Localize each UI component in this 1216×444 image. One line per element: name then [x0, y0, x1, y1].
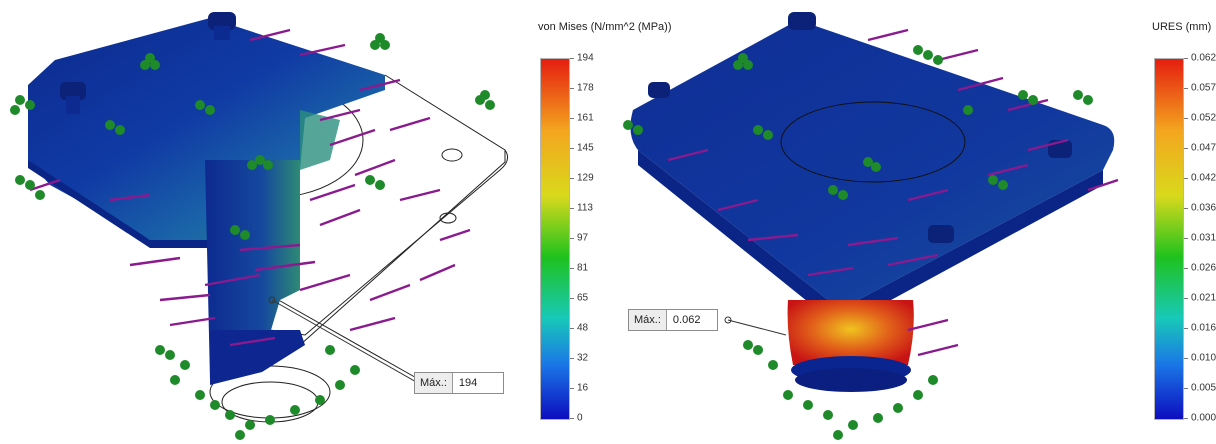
tick-label: 0.026 — [1191, 262, 1216, 274]
load-arrows — [29, 28, 471, 347]
tick-mark — [1184, 58, 1188, 59]
tick-mark — [1184, 208, 1188, 209]
displacement-model-view[interactable] — [608, 0, 1216, 444]
displacement-plot-panel: Máx.: 0.062 URES (mm) 0.062 0.057 0.052 0.0… — [608, 0, 1216, 444]
tick-label: 0.010 — [1191, 352, 1216, 364]
tick-mark — [570, 238, 574, 239]
tick-mark — [1184, 268, 1188, 269]
column-stress-contour — [205, 160, 300, 380]
load-arrows — [667, 28, 1119, 357]
displacement-legend-title: URES (mm) — [1152, 21, 1212, 33]
tick-label: 0.021 — [1191, 292, 1216, 304]
stress-color-bar — [540, 58, 570, 420]
plate-stress-contour — [28, 18, 385, 240]
tick-mark — [570, 88, 574, 89]
bolt-heads — [60, 12, 236, 114]
tick-mark — [570, 118, 574, 119]
tick-mark — [1184, 328, 1188, 329]
stress-plot-panel: Máx.: 194 von Mises (N/mm^2 (MPa)) 194 17… — [0, 0, 672, 444]
max-displacement-callout[interactable]: Máx.: 0.062 — [628, 309, 718, 331]
tick-label: 113 — [577, 202, 593, 214]
tick-mark — [570, 328, 574, 329]
column-displacement-contour — [787, 300, 914, 365]
tick-mark — [1184, 178, 1188, 179]
tick-mark — [1184, 88, 1188, 89]
tick-mark — [570, 58, 574, 59]
tick-mark — [570, 208, 574, 209]
tick-label: 97 — [577, 232, 589, 244]
tick-mark — [1184, 418, 1188, 419]
tick-mark — [570, 178, 574, 179]
fixture-symbols — [10, 33, 495, 440]
tick-label: 81 — [577, 262, 589, 274]
tick-label: 0 — [577, 412, 583, 424]
tick-mark — [570, 358, 574, 359]
tick-label: 129 — [577, 172, 594, 184]
tick-label: 0.031 — [1191, 232, 1216, 244]
stress-legend-title: von Mises (N/mm^2 (MPa)) — [538, 21, 672, 33]
bolt-heads — [648, 12, 1072, 243]
max-label: Máx.: — [415, 373, 453, 393]
tick-label: 0.000 — [1191, 412, 1216, 424]
tick-mark — [1184, 388, 1188, 389]
tick-mark — [570, 148, 574, 149]
tick-label: 65 — [577, 292, 589, 304]
tick-label: 0.062 — [1191, 52, 1216, 64]
tick-label: 0.016 — [1191, 322, 1216, 334]
max-value: 194 — [458, 377, 478, 389]
max-value: 0.062 — [672, 314, 701, 326]
tick-mark — [1184, 238, 1188, 239]
tick-mark — [570, 268, 574, 269]
tick-label: 0.047 — [1191, 142, 1216, 154]
max-label: Máx.: — [629, 310, 667, 330]
tick-label: 178 — [577, 82, 594, 94]
tick-mark — [570, 388, 574, 389]
displacement-color-bar — [1154, 58, 1184, 420]
tick-label: 0.036 — [1191, 202, 1216, 214]
tick-mark — [570, 418, 574, 419]
tick-label: 0.052 — [1191, 112, 1216, 124]
fixture-symbols — [623, 45, 1093, 440]
tick-label: 161 — [577, 112, 594, 124]
tick-mark — [570, 298, 574, 299]
tick-mark — [1184, 118, 1188, 119]
tick-label: 194 — [577, 52, 594, 64]
tick-mark — [1184, 298, 1188, 299]
tick-label: 0.042 — [1191, 172, 1216, 184]
tick-label: 32 — [577, 352, 589, 364]
tick-label: 0.057 — [1191, 82, 1216, 94]
max-stress-callout[interactable]: Máx.: 194 — [414, 372, 504, 394]
stress-model-view[interactable] — [0, 0, 608, 444]
tick-mark — [1184, 358, 1188, 359]
tick-label: 145 — [577, 142, 594, 154]
tick-mark — [1184, 148, 1188, 149]
tick-label: 48 — [577, 322, 589, 334]
tick-label: 0.005 — [1191, 382, 1216, 394]
tick-label: 16 — [577, 382, 589, 394]
